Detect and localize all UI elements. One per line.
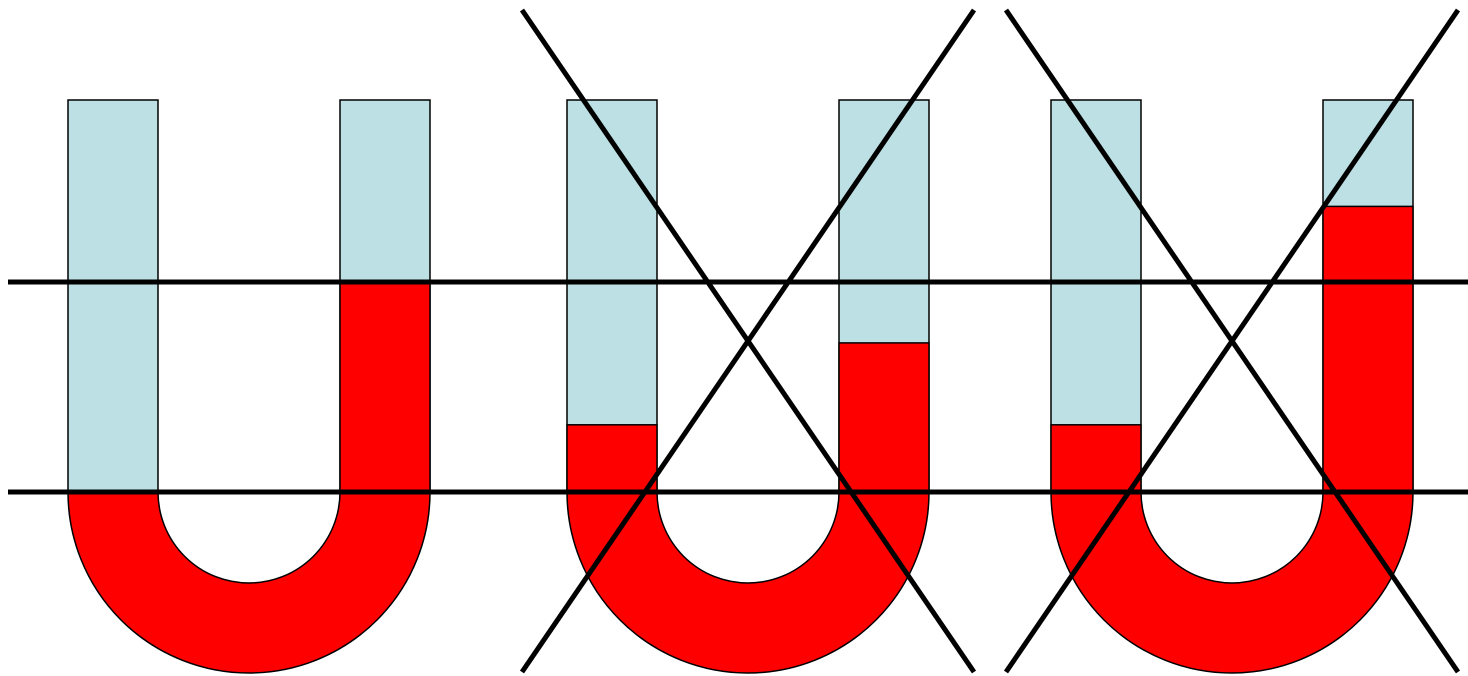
u-tube-2-cross-line-b [519, 8, 977, 674]
u-tube-1-bend [67, 491, 431, 674]
u-tube-1-left-arm [67, 99, 159, 493]
u-tube-3-left-liquid [1050, 424, 1142, 493]
u-tube-2-left-liquid [566, 424, 658, 493]
u-tube-3-cross-line-b [1003, 8, 1461, 674]
u-tube-3-bend [1050, 491, 1414, 674]
u-tube-2-right-liquid [838, 342, 930, 493]
u-tube-1-right-liquid [339, 281, 431, 493]
u-tube-3-right-liquid [1322, 205, 1414, 493]
u-tube-2-bend [566, 491, 930, 674]
